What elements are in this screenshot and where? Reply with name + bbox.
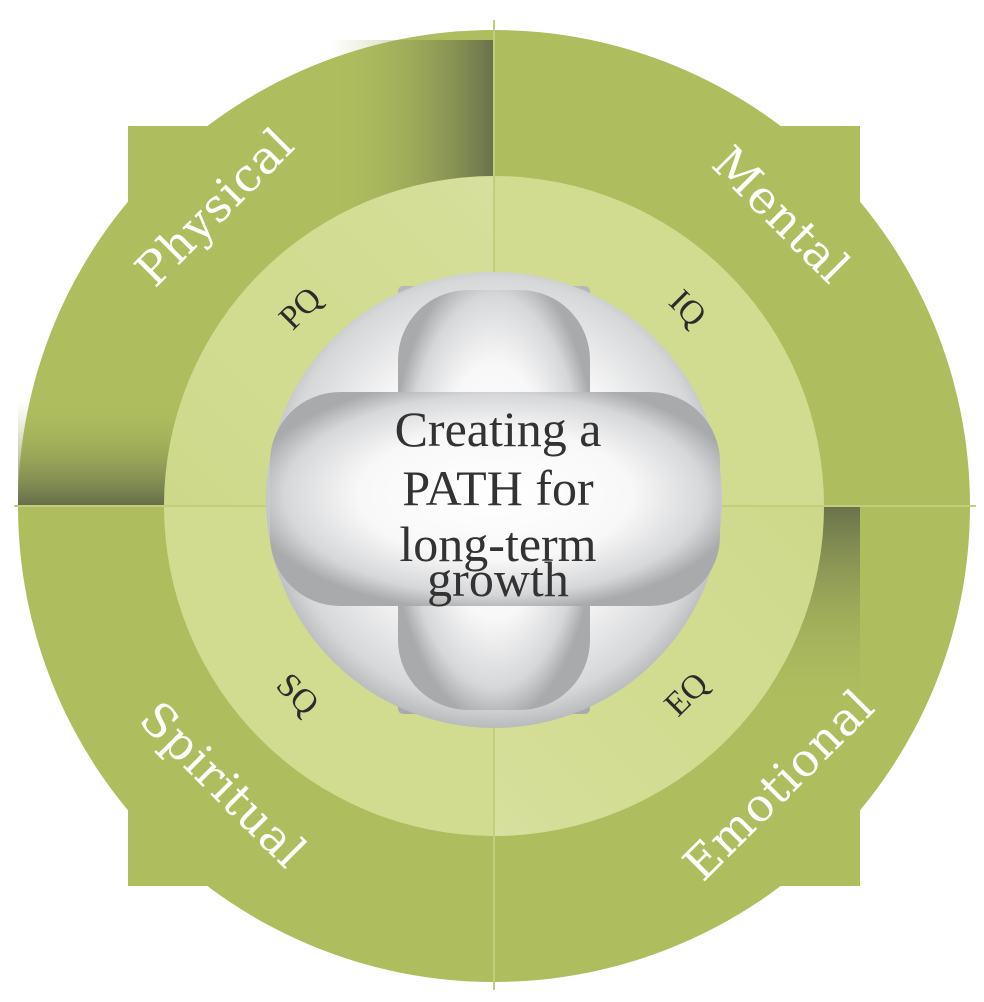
center-line-3: long-term [399, 516, 596, 572]
center-line-4: growth [427, 551, 569, 607]
center-cross [266, 272, 722, 728]
center-cross-horizontal [270, 392, 720, 606]
center-text: Creating a PATH for long-term growth [395, 401, 602, 607]
center-line-2: PATH for [402, 460, 594, 516]
center-line-1: Creating a [395, 401, 602, 457]
